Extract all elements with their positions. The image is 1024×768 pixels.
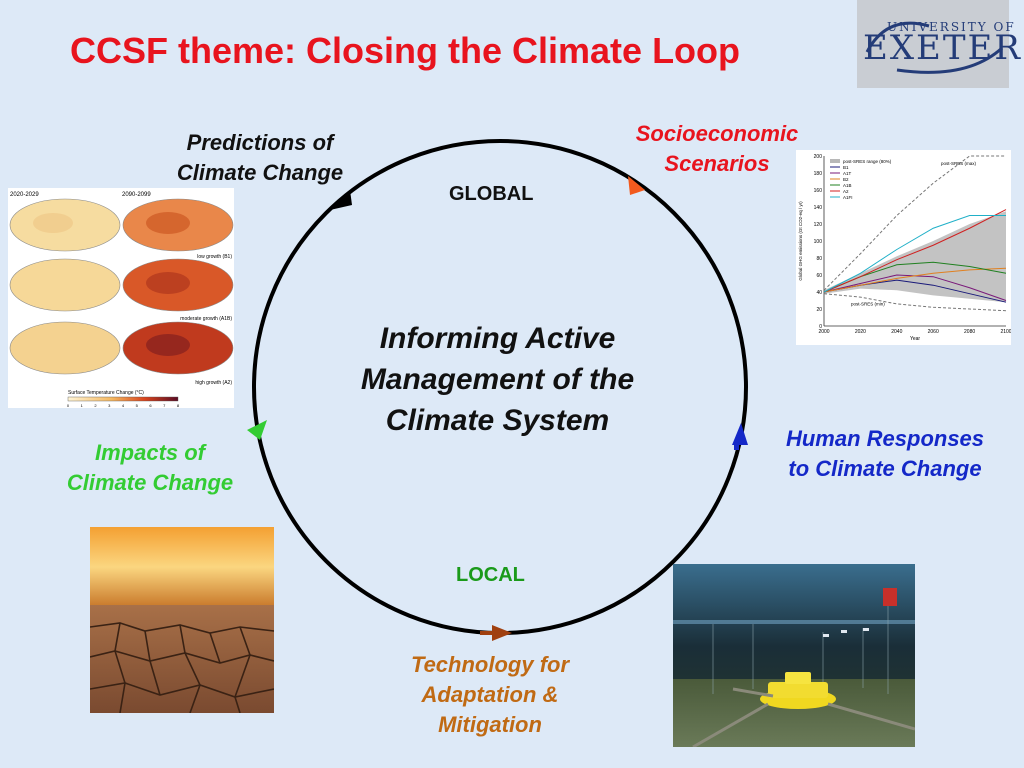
maps-row-label-2: moderate growth (A1B) — [180, 316, 232, 322]
series-line-b2 — [823, 267, 1007, 293]
y-tick-label: 120 — [814, 222, 823, 228]
node-impacts-line-1: Impacts of — [94, 440, 206, 465]
maps-scale-tick: 5 — [136, 403, 139, 408]
x-tick-label: 2100 — [1000, 329, 1011, 335]
dry-earth-image — [90, 527, 274, 713]
node-human-line-2: to Climate Change — [788, 456, 982, 481]
legend-label: A2 — [843, 189, 849, 194]
logo-text-small: UNIVERSITY OF — [887, 20, 1016, 34]
arrow-human-stem — [734, 440, 739, 450]
maps-row-label-3: high growth (A2) — [195, 380, 232, 386]
maps-scale-tick: 7 — [163, 403, 166, 408]
maps-scale-tick: 8 — [177, 403, 180, 408]
underwater-turbine-photo — [673, 564, 915, 747]
maps-scale-bar — [67, 396, 179, 402]
arrow-socioeconomic — [628, 176, 645, 195]
x-tick-label: 2000 — [818, 329, 829, 335]
annotation-max: post-SRES (max) — [941, 161, 977, 166]
y-tick-label: 80 — [816, 256, 822, 262]
x-tick-label: 2060 — [928, 329, 939, 335]
temperature-maps-panel: 2020-2029 2090-2099 low growth (B1) mode… — [8, 188, 234, 408]
logo-swoosh-icon — [865, 21, 1004, 74]
maps-col-2: 2090-2099 — [122, 192, 151, 198]
range-band — [824, 211, 1006, 303]
legend-swatch — [830, 159, 840, 163]
series-line-a2 — [823, 209, 1007, 293]
maps-scale-tick: 6 — [149, 403, 152, 408]
local-label: LOCAL — [456, 564, 525, 586]
legend-label: A1B — [843, 183, 852, 188]
post-sres-min-line — [823, 293, 1007, 312]
maps-scale-tick: 1 — [81, 403, 84, 408]
legend-label: post-SRES range (80%) — [843, 159, 892, 164]
underwater-turbine-image — [673, 564, 915, 747]
university-logo: UNIVERSITY OF EXETER — [857, 0, 1020, 88]
y-tick-label: 160 — [814, 188, 823, 194]
annotation-min: post-SRES (min) — [851, 301, 885, 306]
maps-scale-ticks: 0 1 2 3 4 5 6 7 8 — [67, 403, 180, 408]
node-socioeconomic: Socioeconomic Scenarios — [612, 119, 822, 179]
node-impacts-line-2: Climate Change — [66, 470, 234, 495]
node-predictions-line-1: Predictions of — [186, 130, 334, 155]
node-socioeconomic-line-2: Scenarios — [664, 151, 770, 176]
y-tick-label: 140 — [814, 205, 823, 211]
center-line-2: Management of the — [360, 363, 635, 396]
series-line-a1fi — [823, 215, 1006, 293]
dry-earth-photo — [90, 527, 274, 713]
x-tick-label: 2080 — [964, 329, 975, 335]
node-human-line-1: Human Responses — [785, 426, 985, 451]
node-socioeconomic-line-1: Socioeconomic — [635, 121, 799, 146]
node-technology-line-1: Technology for — [410, 652, 570, 677]
logo-text-big: EXETER — [863, 28, 1022, 68]
y-tick-label: 200 — [814, 154, 823, 160]
center-statement: Informing Active Management of the Clima… — [330, 318, 665, 441]
node-impacts: Impacts of Climate Change — [40, 438, 260, 498]
legend-label: B2 — [843, 177, 849, 182]
legend-label: A1FI — [843, 195, 853, 200]
center-line-1: Informing Active — [379, 322, 616, 355]
legend-label: A1T — [843, 171, 852, 176]
y-tick-label: 180 — [814, 171, 823, 177]
y-tick-label: 60 — [816, 273, 822, 279]
center-line-3: Climate System — [385, 404, 610, 437]
x-tick-label: 2020 — [855, 329, 866, 335]
y-tick-label: 0 — [819, 324, 822, 330]
map-r3-c1 — [9, 321, 121, 375]
arrow-impacts — [247, 420, 267, 440]
global-label: GLOBAL — [449, 183, 534, 205]
maps-col-1: 2020-2029 — [10, 192, 39, 198]
node-technology: Technology for Adaptation & Mitigation — [375, 650, 605, 740]
slide-title: CCSF theme: Closing the Climate Loop — [70, 30, 741, 71]
map-r2-c1 — [9, 258, 121, 312]
node-predictions: Predictions of Climate Change — [150, 128, 370, 188]
legend-label: B1 — [843, 165, 849, 170]
y-axis-label: Global GHG emissions (Gt CO2-eq / yr) — [798, 201, 803, 281]
arrow-human — [732, 423, 748, 445]
y-tick-label: 20 — [816, 307, 822, 313]
maps-scale-tick: 3 — [108, 403, 111, 408]
arrow-predictions — [330, 190, 352, 210]
node-technology-line-3: Mitigation — [438, 712, 542, 737]
maps-row-label-1: low growth (B1) — [197, 254, 232, 260]
maps-scale-tick: 0 — [67, 403, 70, 408]
y-tick-label: 100 — [814, 239, 823, 245]
node-human-responses: Human Responses to Climate Change — [760, 424, 1010, 484]
temperature-maps-figure: 2020-2029 2090-2099 low growth (B1) mode… — [9, 192, 234, 408]
y-tick-label: 40 — [816, 290, 822, 296]
x-tick-label: 2040 — [891, 329, 902, 335]
maps-scale-label: Surface Temperature Change (°C) — [68, 390, 144, 396]
post-sres-max-line — [823, 155, 1006, 291]
arrow-technology-stem — [480, 631, 494, 635]
x-axis-label: Year — [910, 336, 920, 342]
node-predictions-line-2: Climate Change — [176, 160, 344, 185]
maps-scale-tick: 2 — [94, 403, 97, 408]
maps-scale-tick: 4 — [122, 403, 125, 408]
arrow-technology — [492, 625, 512, 641]
node-technology-line-2: Adaptation & — [421, 682, 559, 707]
